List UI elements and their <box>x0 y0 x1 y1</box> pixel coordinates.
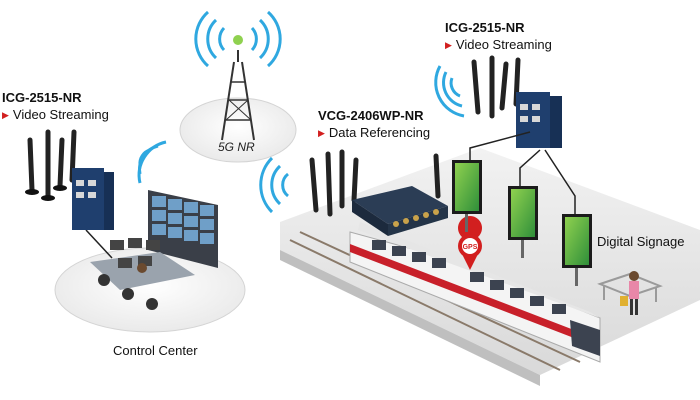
left-device-name: ICG-2515-NR <box>2 90 82 105</box>
cell-tower-icon <box>221 50 255 141</box>
center-wifi-icon <box>259 156 290 214</box>
right-device-function: Video Streaming <box>445 37 552 52</box>
left-gateway-icon <box>72 168 114 230</box>
tower-label: 5G NR <box>218 140 255 154</box>
control-cable <box>85 229 113 259</box>
gps-pin-icon: GPS <box>458 216 483 270</box>
left-wifi-icon <box>137 140 167 184</box>
right-gateway-icon <box>516 92 562 148</box>
operator-desks-icon <box>90 238 195 310</box>
bench-icon <box>597 272 663 302</box>
gps-badge-text: GPS <box>463 244 478 251</box>
signage-panel-1 <box>452 160 482 232</box>
left-antennas-icon <box>27 129 77 199</box>
right-wifi-icon <box>434 65 465 118</box>
video-wall-icon <box>148 190 218 268</box>
center-gateway-icon <box>352 186 448 236</box>
signage-panel-3 <box>562 214 592 286</box>
right-device-name: ICG-2515-NR <box>445 20 525 35</box>
center-device-function: Data Referencing <box>318 125 430 140</box>
control-center-label: Control Center <box>113 343 198 358</box>
passenger-icon <box>620 271 639 315</box>
tower-signal-icon <box>194 10 282 68</box>
digital-signage-label: Digital Signage <box>597 234 685 249</box>
center-device-name: VCG-2406WP-NR <box>318 108 424 123</box>
left-device-function: Video Streaming <box>2 107 109 122</box>
signage-panel-2 <box>508 186 538 258</box>
signage-cables <box>469 131 576 214</box>
right-antennas-icon <box>471 55 521 119</box>
left-antenna-bases <box>25 185 67 201</box>
tower-disc <box>179 97 297 163</box>
train-icon <box>349 222 601 363</box>
center-antennas-icon <box>309 149 441 217</box>
